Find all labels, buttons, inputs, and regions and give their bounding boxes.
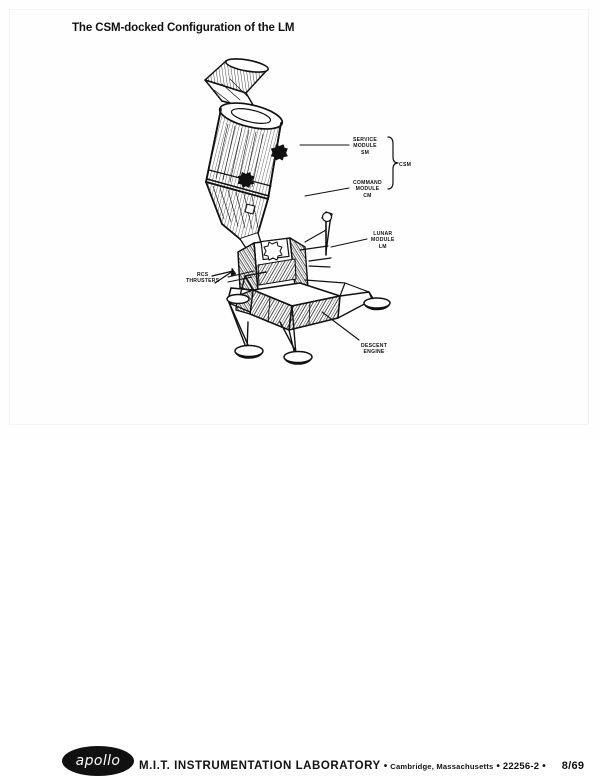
- page-footer: apollo M.I.T. INSTRUMENTATION LABORATORY…: [0, 368, 600, 776]
- leader-command-module: [304, 187, 350, 197]
- leader-descent-engine: [321, 311, 360, 341]
- footer-separator-1: •: [383, 761, 388, 772]
- rcs-quad-sm-upper: [270, 144, 288, 161]
- page-sheet: The CSM-docked Configuration of the LM: [0, 9, 600, 776]
- footer-date: 8/69: [561, 760, 585, 772]
- leader-rcs-2: [227, 276, 253, 283]
- callout-command-module: COMMAND MODULE CM: [353, 180, 382, 199]
- callout-rcs-thrusters: RCS THRUSTERS: [186, 272, 220, 285]
- footer-separator-2: •: [496, 761, 500, 772]
- footer-separator-3: •: [542, 761, 546, 772]
- spacecraft-illustration: [204, 58, 399, 365]
- callout-csm: CSM: [399, 162, 412, 168]
- csm-brace: [387, 136, 399, 190]
- leader-lunar-module: [330, 238, 368, 248]
- rcs-thruster-cluster-left: [211, 267, 237, 284]
- footer-imprint: M.I.T. INSTRUMENTATION LABORATORY • Camb…: [139, 760, 584, 772]
- footer-document-number: 22256-2: [502, 761, 540, 772]
- page-title: The CSM-docked Configuration of the LM: [72, 22, 295, 34]
- rcs-thruster-cluster-right: [308, 257, 332, 268]
- footer-location: Cambridge, Massachusetts: [390, 762, 494, 771]
- service-module-body: [205, 102, 288, 200]
- lm-footpads: [226, 293, 391, 365]
- rcs-quad-sm-lower: [237, 172, 255, 188]
- callout-lunar-module: LUNAR MODULE LM: [371, 231, 395, 250]
- apollo-logo-text: apollo: [75, 753, 121, 769]
- callout-leader-lines: [227, 144, 368, 341]
- lm-ascent-stage: [211, 211, 333, 293]
- leader-rcs-1: [227, 270, 255, 278]
- footer-organization: M.I.T. INSTRUMENTATION LABORATORY: [139, 760, 381, 772]
- sps-engine-bell: [204, 58, 269, 111]
- callout-service-module: SERVICE MODULE SM: [353, 137, 378, 156]
- callout-descent-engine: DESCENT ENGINE: [361, 343, 388, 356]
- apollo-logo: apollo: [62, 746, 134, 776]
